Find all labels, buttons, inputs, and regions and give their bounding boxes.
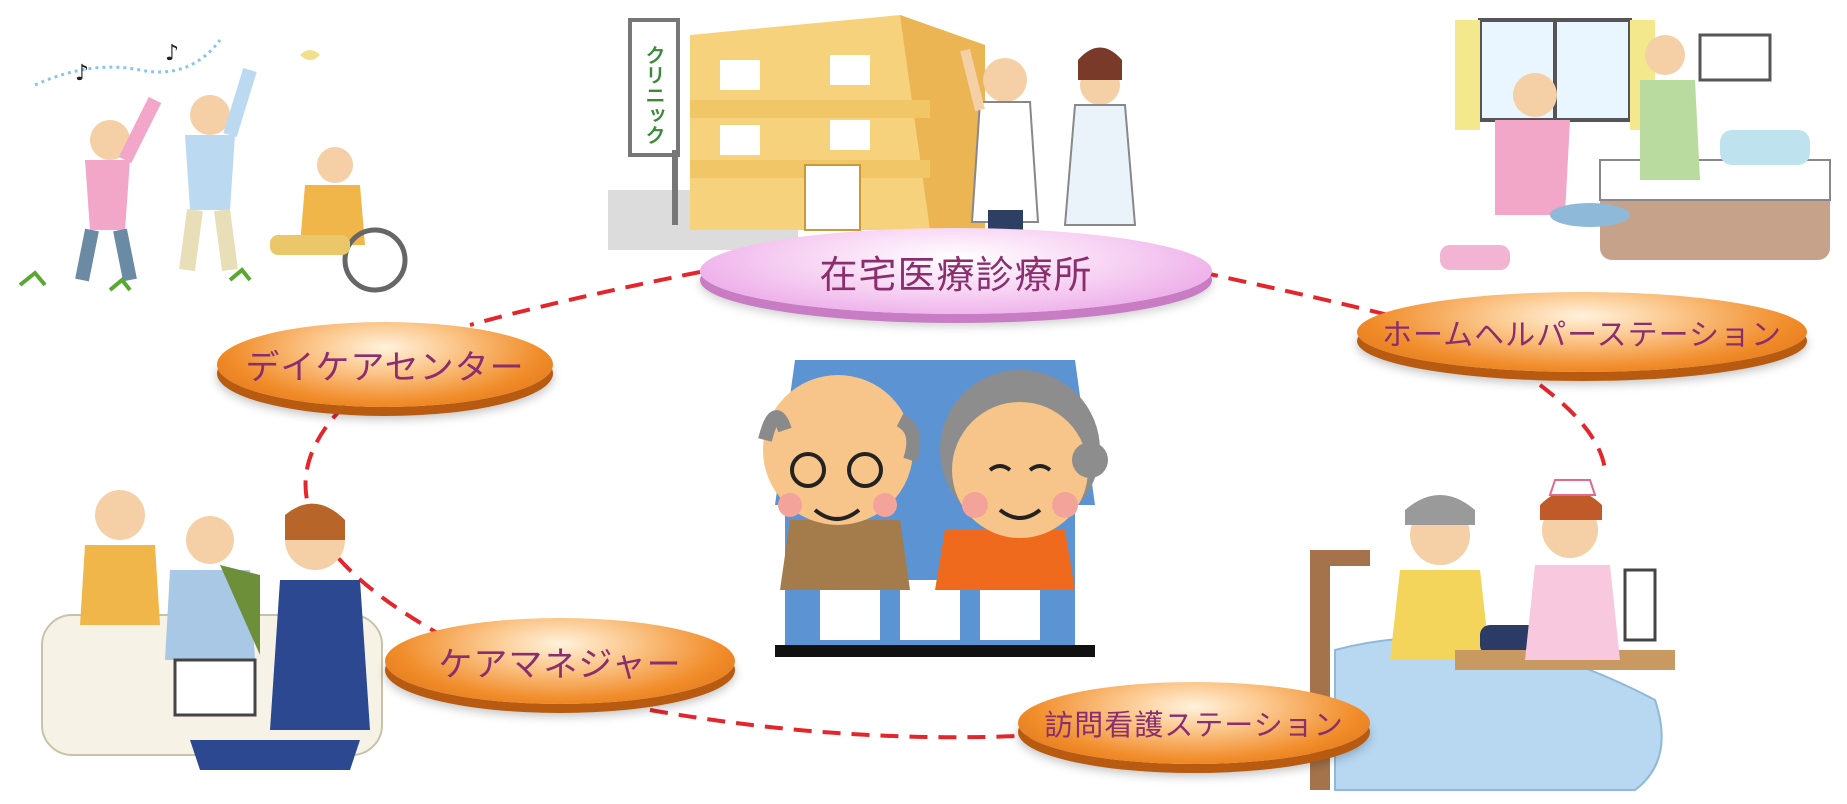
node-day-center-label: デイケアセンター bbox=[245, 348, 525, 388]
node-day-center: デイケアセンター bbox=[217, 322, 553, 407]
node-home-helper-station-label: ホームヘルパーステーション bbox=[1382, 318, 1782, 353]
node-visiting-nurse-station: 訪問看護ステーション bbox=[1018, 682, 1370, 764]
link-caremanager-nurse bbox=[649, 708, 1041, 740]
link-clinic-daycenter bbox=[469, 270, 701, 327]
node-home-helper-station: ホームヘルパーステーション bbox=[1357, 292, 1807, 372]
node-home-clinic-label: 在宅医療診療所 bbox=[819, 252, 1093, 297]
visiting-nurse-illustration bbox=[1310, 479, 1675, 791]
link-helper-nurse bbox=[1538, 383, 1607, 471]
daycare-exercise-illustration: ♪ ♪ bbox=[18, 39, 408, 293]
node-home-clinic: 在宅医療診療所 bbox=[700, 228, 1212, 314]
node-visiting-nurse-station-label: 訪問看護ステーション bbox=[1044, 708, 1344, 742]
link-clinic-helper bbox=[1199, 270, 1401, 320]
home-with-elderly-couple bbox=[758, 360, 1108, 657]
clinic-illustration bbox=[608, 15, 1137, 250]
svg-text:♪: ♪ bbox=[165, 41, 179, 66]
node-care-manager: ケアマネジャー bbox=[385, 618, 735, 704]
svg-text:♪: ♪ bbox=[75, 61, 89, 86]
home-helper-illustration bbox=[1440, 18, 1831, 270]
node-care-manager-label: ケアマネジャー bbox=[438, 644, 682, 685]
care-manager-illustration bbox=[41, 490, 383, 770]
clinic-sign-text: クリニック bbox=[642, 45, 666, 145]
